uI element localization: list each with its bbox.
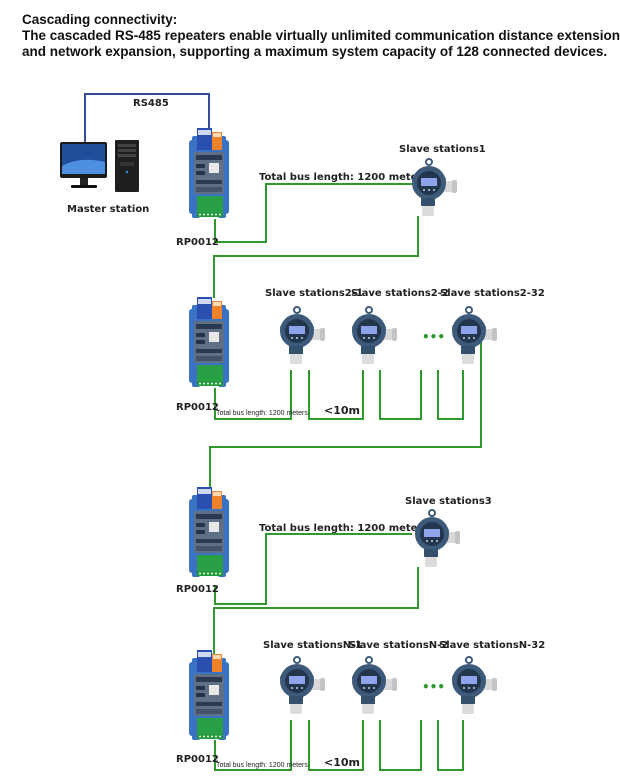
- spacing-label: <10m: [324, 756, 360, 769]
- ellipsis: •••: [422, 330, 445, 344]
- bus-wire: [214, 533, 412, 605]
- slave-station-device: [279, 306, 326, 365]
- slave-station-device: [414, 509, 461, 568]
- bus-wire: [437, 720, 464, 771]
- slave-station-label: Slave stations2-1: [265, 288, 363, 299]
- rs485-label: RS485: [133, 98, 169, 109]
- section-2: RP0012 Total bus length: 1200 meters <10…: [176, 288, 545, 490]
- bus-wire: [379, 370, 422, 420]
- bus-wire: [379, 720, 422, 771]
- repeater-device: [189, 297, 229, 387]
- slave-station-label: Slave stations1: [399, 144, 486, 155]
- spacing-label: <10m: [324, 404, 360, 417]
- slave-station-device: [351, 306, 398, 365]
- monitor-icon: [60, 142, 107, 188]
- bus-wire: [308, 720, 364, 771]
- header-title: Cascading connectivity:: [22, 12, 178, 27]
- slave-station-device: [451, 656, 498, 715]
- repeater-label: RP0012: [176, 584, 219, 595]
- slave-station-label: Slave stations2-32: [440, 288, 545, 299]
- bus-length-label: Total bus length: 1200 meters: [216, 410, 308, 417]
- header: Cascading connectivity: The cascaded RS-…: [22, 12, 620, 60]
- slave-station-device: [351, 656, 398, 715]
- master-station: Master station: [60, 140, 149, 215]
- slave-station-label: Slave stations2-2: [351, 288, 449, 299]
- repeater-device: [189, 487, 229, 577]
- repeater-label: RP0012: [176, 237, 219, 248]
- slave-station-label: Slave stationsN-32: [439, 640, 545, 651]
- cascade-wire: [209, 338, 482, 490]
- bus-length-label: Total bus length: 1200 meters: [216, 762, 308, 769]
- slave-station-device: [411, 158, 458, 217]
- section-1: RP0012 Total bus length: 1200 meters Sla…: [176, 128, 486, 298]
- bus-length-label: Total bus length: 1200 meters: [259, 523, 428, 534]
- cascade-wire: [213, 567, 419, 655]
- bus-length-label: Total bus length: 1200 meters: [259, 172, 428, 183]
- bus-wire: [214, 183, 412, 243]
- section-n: RP0012 Total bus length: 1200 meters <10…: [176, 640, 545, 771]
- rs485-wire: [84, 93, 210, 145]
- bus-wire: [437, 370, 464, 420]
- slave-station-device: [451, 306, 498, 365]
- slave-station-label: Slave stationsN-2: [349, 640, 448, 651]
- network-diagram: RS485 Master station RP0012 Total bus le…: [60, 93, 545, 771]
- pc-tower-icon: [115, 140, 139, 192]
- bus-wire: [214, 720, 292, 771]
- repeater-label: RP0012: [176, 402, 219, 413]
- repeater-label: RP0012: [176, 754, 219, 765]
- master-station-label: Master station: [67, 204, 149, 215]
- slave-station-label: Slave stations3: [405, 496, 492, 507]
- header-line-1: The cascaded RS-485 repeaters enable vir…: [22, 28, 620, 43]
- bus-wire: [308, 370, 364, 420]
- slave-station-device: [279, 656, 326, 715]
- repeater-device: [189, 650, 229, 740]
- slave-station-label: Slave stationsN-1: [263, 640, 362, 651]
- bus-wire: [214, 370, 292, 420]
- cascade-wire: [213, 216, 419, 298]
- repeater-device: [189, 128, 229, 218]
- header-line-2: and network expansion, supporting a maxi…: [22, 44, 608, 59]
- ellipsis: •••: [422, 680, 445, 694]
- section-3: RP0012 Total bus length: 1200 meters Sla…: [176, 487, 492, 655]
